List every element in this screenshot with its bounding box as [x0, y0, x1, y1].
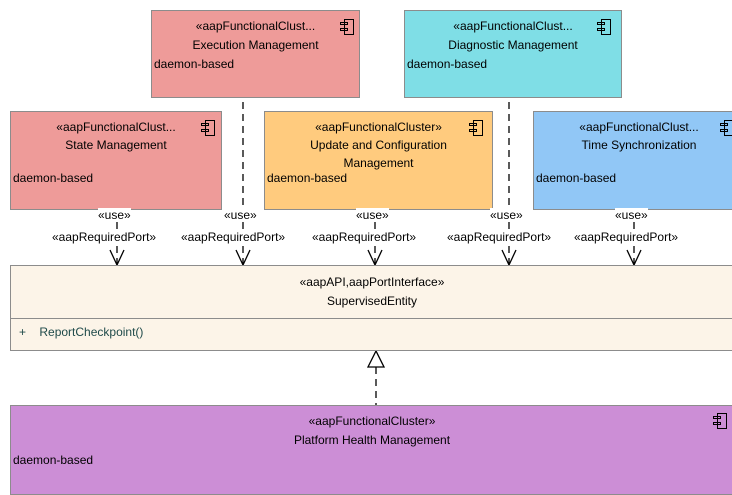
use-label-state: «use»: [98, 208, 131, 222]
stereotype-label: «aapFunctionalClust...: [195, 19, 316, 33]
component-icon: [201, 120, 215, 136]
component-icon: [340, 19, 354, 35]
component-update-configuration-management[interactable]: «aapFunctionalCluster» Update and Config…: [264, 111, 493, 210]
interface-divider: [11, 318, 732, 319]
component-icon: [720, 120, 732, 136]
operation-visibility: +: [19, 325, 27, 339]
component-note: daemon-based: [13, 453, 94, 467]
component-note: daemon-based: [13, 171, 94, 185]
stereotype-label: «aapFunctionalCluster»: [308, 414, 436, 428]
stereotype-label: «aapFunctionalCluster»: [315, 120, 442, 134]
port-label-diagnostic: «aapRequiredPort»: [447, 230, 552, 244]
use-label-diagnostic: «use»: [490, 208, 523, 222]
component-name: Execution Management: [192, 38, 319, 52]
stereotype-label: «aapFunctionalClust...: [56, 120, 176, 134]
port-label-execution: «aapRequiredPort»: [181, 230, 286, 244]
component-icon: [713, 413, 727, 429]
component-note: daemon-based: [267, 171, 348, 185]
component-name: State Management: [65, 138, 167, 152]
realization-triangle: [366, 349, 386, 368]
component-name: Diagnostic Management: [448, 38, 578, 52]
operation-row[interactable]: + ReportCheckpoint(): [19, 325, 143, 339]
use-label-update: «use»: [356, 208, 389, 222]
port-label-update: «aapRequiredPort»: [312, 230, 417, 244]
interface-stereotype: «aapAPI,aapPortInterface»: [299, 275, 445, 289]
stereotype-label: «aapFunctionalClust...: [453, 19, 573, 33]
component-execution-management[interactable]: «aapFunctionalClust... Execution Managem…: [151, 10, 360, 98]
component-name-line2: Management: [343, 156, 414, 170]
operation-name: ReportCheckpoint(): [39, 325, 144, 339]
component-time-synchronization[interactable]: «aapFunctionalClust... Time Synchronizat…: [533, 111, 732, 210]
component-note: daemon-based: [536, 171, 617, 185]
component-name: Time Synchronization: [581, 138, 697, 152]
component-platform-health-management[interactable]: «aapFunctionalCluster» Platform Health M…: [10, 405, 732, 495]
port-label-time: «aapRequiredPort»: [574, 230, 679, 244]
component-icon: [597, 19, 611, 35]
component-icon: [469, 120, 483, 136]
component-note: daemon-based: [154, 57, 235, 71]
component-note: daemon-based: [407, 57, 488, 71]
use-label-time: «use»: [615, 208, 648, 222]
port-label-state: «aapRequiredPort»: [52, 230, 157, 244]
stereotype-label: «aapFunctionalClust...: [579, 120, 699, 134]
component-diagnostic-management[interactable]: «aapFunctionalClust... Diagnostic Manage…: [404, 10, 622, 98]
component-name: Platform Health Management: [293, 433, 451, 447]
component-name-line1: Update and Configuration: [310, 138, 447, 152]
interface-name: SupervisedEntity: [326, 294, 418, 308]
use-label-execution: «use»: [224, 208, 257, 222]
interface-supervised-entity[interactable]: «aapAPI,aapPortInterface» SupervisedEnti…: [10, 265, 732, 351]
component-state-management[interactable]: «aapFunctionalClust... State Management …: [10, 111, 222, 210]
